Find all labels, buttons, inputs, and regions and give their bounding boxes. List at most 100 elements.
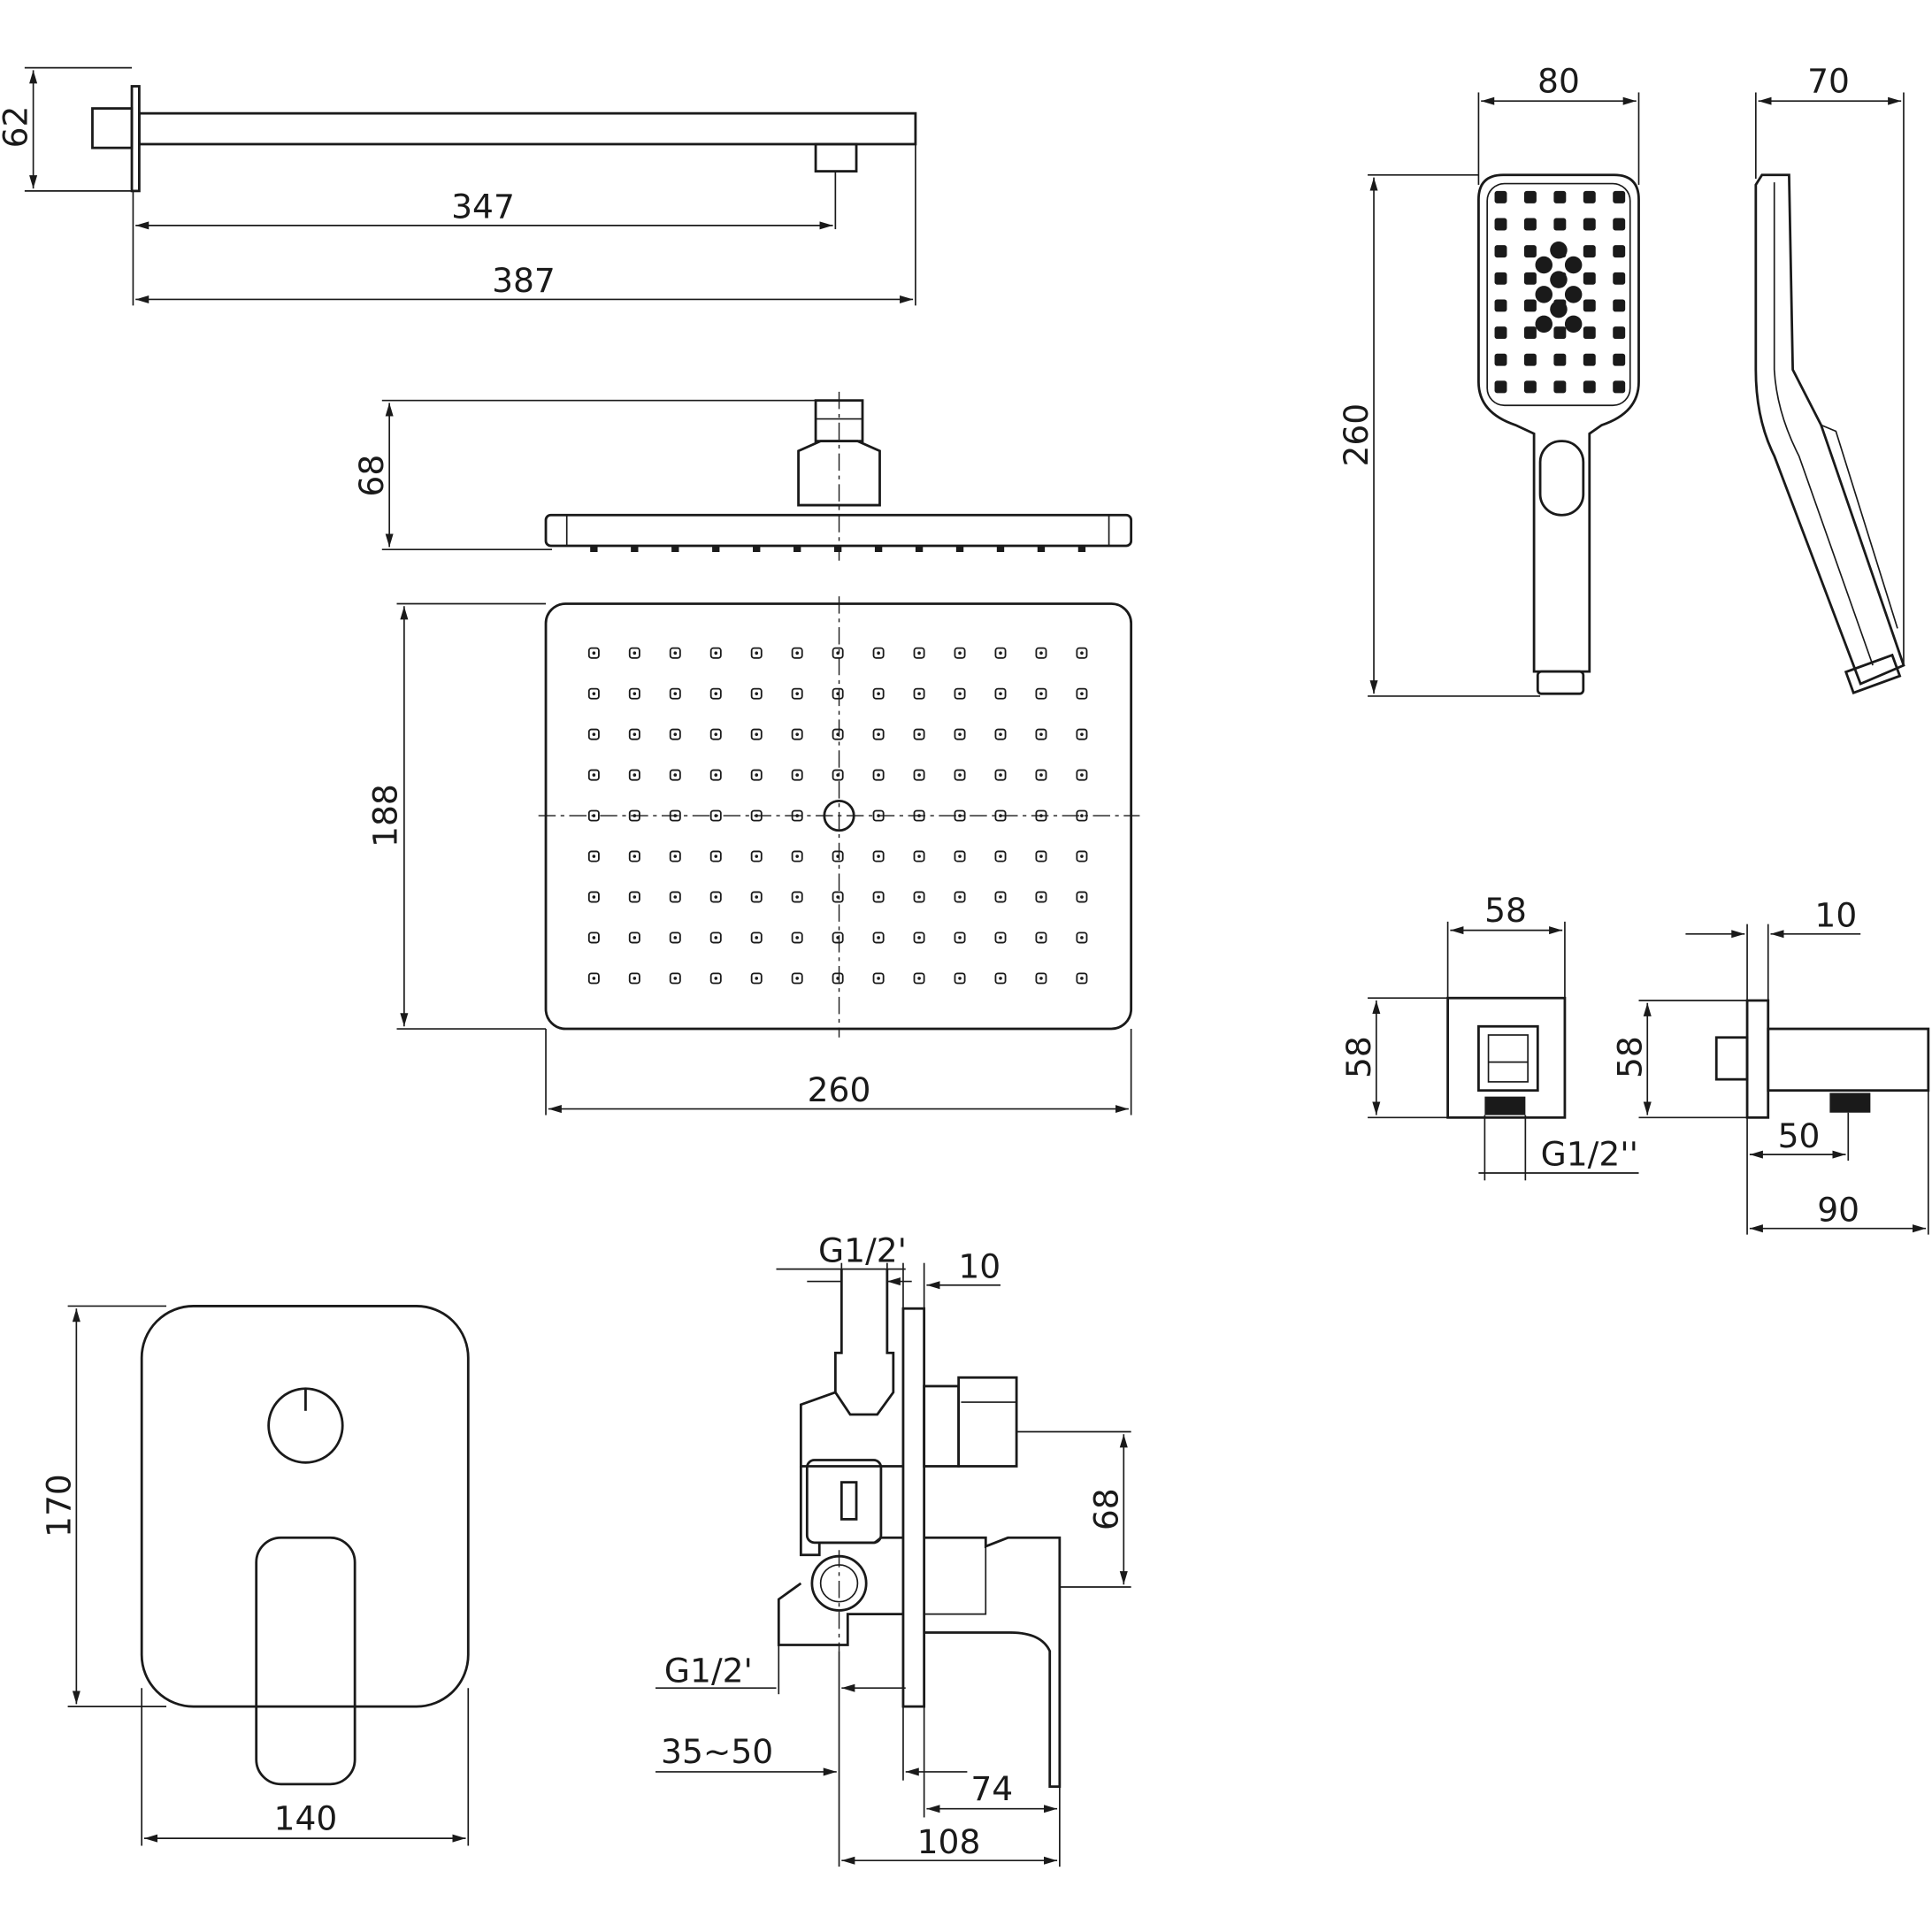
nozzle-dot — [628, 891, 640, 903]
nozzle-dot — [1035, 972, 1047, 985]
nozzle-dot — [832, 932, 844, 944]
shower-arm-view: 62 347 387 — [0, 66, 917, 306]
hand-nozzle — [1583, 299, 1596, 312]
hand-nozzle — [1583, 245, 1596, 258]
mixer-width-label: 140 — [274, 1798, 338, 1837]
nozzle-dot — [994, 647, 1007, 659]
mixer-height-label: 170 — [39, 1474, 78, 1537]
nozzle-dot — [750, 850, 763, 862]
mixer-top-thread-label: G1/2' — [818, 1230, 907, 1269]
nozzle-dot — [832, 687, 844, 700]
arm-height-label: 62 — [0, 106, 35, 149]
mixer-lever-projection-label: 74 — [970, 1769, 1013, 1808]
hand-nozzle — [1583, 326, 1596, 340]
nozzle-dot — [913, 891, 925, 903]
hand-nozzle — [1553, 353, 1567, 366]
hand-nozzle — [1613, 218, 1626, 231]
nozzle-dot — [872, 728, 885, 740]
hand-nozzle — [1523, 326, 1537, 340]
hand-center-nozzle — [1535, 286, 1552, 303]
nozzle-dot — [1035, 891, 1047, 903]
hand-center-nozzle — [1535, 315, 1552, 334]
nozzle-dot — [669, 769, 681, 781]
hand-nozzle — [1523, 353, 1537, 366]
nozzle-tip — [631, 546, 639, 552]
nozzle-dot — [872, 687, 885, 700]
nozzle-dot — [832, 972, 844, 985]
nozzle-dot — [954, 972, 966, 985]
nozzle-dot — [628, 932, 640, 944]
nozzle-dot — [1035, 687, 1047, 700]
nozzle-dot — [709, 932, 722, 944]
hand-center-nozzle — [1535, 256, 1552, 274]
nozzle-tip — [915, 546, 924, 552]
hand-nozzle — [1583, 218, 1596, 231]
nozzle-dot — [954, 850, 966, 862]
mixer-total-projection-label: 108 — [917, 1822, 981, 1861]
mixer-bottom-thread-label: G1/2' — [664, 1651, 753, 1690]
nozzle-dot — [669, 972, 681, 985]
nozzle-dot — [628, 972, 640, 985]
rain-head-side-view: 68 — [352, 391, 1133, 561]
hand-nozzle — [1494, 245, 1507, 258]
mixer-outlet-height-label: 68 — [1086, 1488, 1125, 1530]
rain-head-height-label: 68 — [352, 455, 391, 497]
hand-nozzle — [1523, 218, 1537, 231]
hand-nozzle — [1613, 190, 1626, 203]
nozzle-dot — [832, 850, 844, 862]
nozzle-dot — [1035, 647, 1047, 659]
outlet-width-label: 58 — [1484, 891, 1527, 930]
hand-nozzle — [1523, 245, 1537, 258]
nozzle-dot — [1076, 687, 1088, 700]
wall-outlet-side-view: 10 58 50 90 — [1610, 895, 1930, 1235]
hand-nozzle — [1494, 299, 1507, 312]
nozzle-dot — [750, 728, 763, 740]
hand-nozzle — [1494, 353, 1507, 366]
nozzle-dot — [1035, 769, 1047, 781]
nozzle-dot — [709, 647, 722, 659]
nozzle-tip — [590, 546, 598, 552]
nozzle-dot — [1035, 850, 1047, 862]
nozzle-dot — [587, 687, 600, 700]
rain-head-depth-label: 188 — [366, 784, 405, 847]
nozzle-dot — [872, 891, 885, 903]
nozzle-dot — [791, 687, 803, 700]
nozzle-dot — [587, 932, 600, 944]
outlet-plate-label: 10 — [1814, 895, 1857, 934]
nozzle-dot — [832, 647, 844, 659]
nozzle-dot — [709, 769, 722, 781]
nozzle-dot — [994, 728, 1007, 740]
nozzle-dot — [628, 850, 640, 862]
nozzle-dot — [587, 891, 600, 903]
nozzle-dot — [587, 769, 600, 781]
hand-nozzle — [1523, 190, 1537, 203]
hand-center-nozzle — [1564, 286, 1583, 303]
nozzle-dot — [872, 850, 885, 862]
nozzle-dot — [1035, 932, 1047, 944]
nozzle-dot — [669, 891, 681, 903]
hand-nozzle — [1553, 218, 1567, 231]
hand-nozzle — [1613, 299, 1626, 312]
nozzle-tip — [996, 546, 1005, 552]
nozzle-dot — [709, 728, 722, 740]
mixer-plate-label: 10 — [958, 1246, 1000, 1285]
outlet-side-height-label: 58 — [1610, 1036, 1649, 1078]
hand-nozzle — [1583, 353, 1596, 366]
nozzle-dot — [669, 687, 681, 700]
nozzle-tip — [753, 546, 761, 552]
mixer-side-view: G1/2' 10 68 G1/2' 35~50 74 108 — [656, 1230, 1131, 1867]
hand-shower-front-view: 80 260 — [1337, 61, 1640, 697]
hand-shower-depth-label: 70 — [1807, 61, 1850, 100]
hand-nozzle — [1523, 380, 1537, 394]
hand-nozzle — [1553, 380, 1567, 394]
nozzle-dot — [832, 891, 844, 903]
hand-nozzle — [1494, 326, 1507, 340]
nozzle-dot — [709, 850, 722, 862]
hand-nozzle — [1494, 380, 1507, 394]
hand-center-nozzle — [1564, 256, 1583, 274]
nozzle-tip — [955, 546, 964, 552]
nozzle-dot — [628, 687, 640, 700]
nozzle-dot — [750, 972, 763, 985]
